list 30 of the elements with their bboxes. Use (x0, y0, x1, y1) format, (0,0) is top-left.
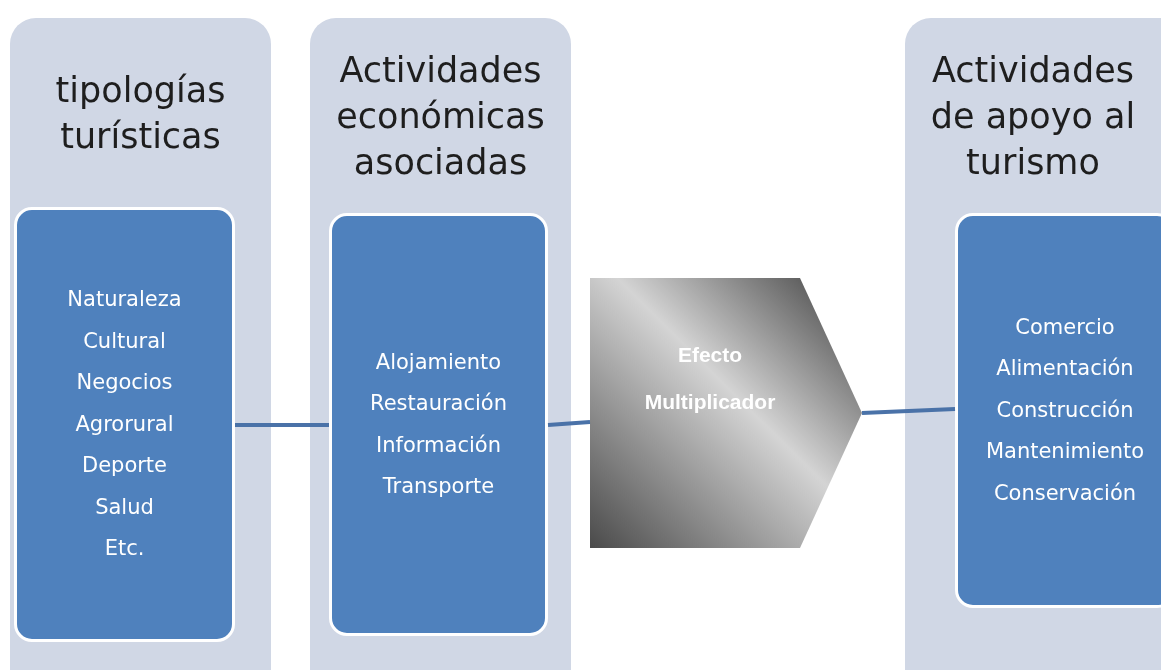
list-item: Cultural (83, 327, 166, 355)
list-item: Información (376, 431, 501, 459)
connector-line (547, 420, 591, 427)
pentagon-arrow (590, 278, 862, 548)
list-item: Etc. (104, 535, 145, 563)
column-heading: tipologías turísticas (54, 68, 227, 158)
list-box (329, 213, 548, 636)
column-panel (310, 18, 571, 670)
arrow-label: Efecto Multiplicador (643, 342, 777, 415)
list-box (955, 213, 1161, 608)
list-item: Mantenimiento (985, 438, 1145, 466)
list-item: Restauración (370, 390, 507, 417)
list-box (14, 207, 235, 642)
list-item: Deporte (81, 452, 168, 480)
list-item: Negocios (76, 369, 173, 397)
connector-line (861, 407, 956, 415)
list-item: Agrorural (75, 410, 174, 438)
column-heading: Actividades económicas asociadas (335, 48, 546, 184)
column-panel (10, 18, 271, 670)
list-item: Naturaleza (67, 286, 182, 314)
column-panel (905, 18, 1161, 670)
list-item: Transporte (382, 473, 495, 500)
list-item: Alojamiento (375, 348, 502, 376)
list-item: Alimentación (996, 355, 1134, 383)
connector-line (235, 423, 329, 427)
list-item: Conservación (993, 479, 1137, 507)
list-item: Construcción (996, 396, 1134, 424)
list-item: Comercio (1015, 313, 1115, 341)
list-item: Salud (95, 493, 154, 521)
column-heading: Actividades de apoyo al turismo (929, 48, 1137, 184)
